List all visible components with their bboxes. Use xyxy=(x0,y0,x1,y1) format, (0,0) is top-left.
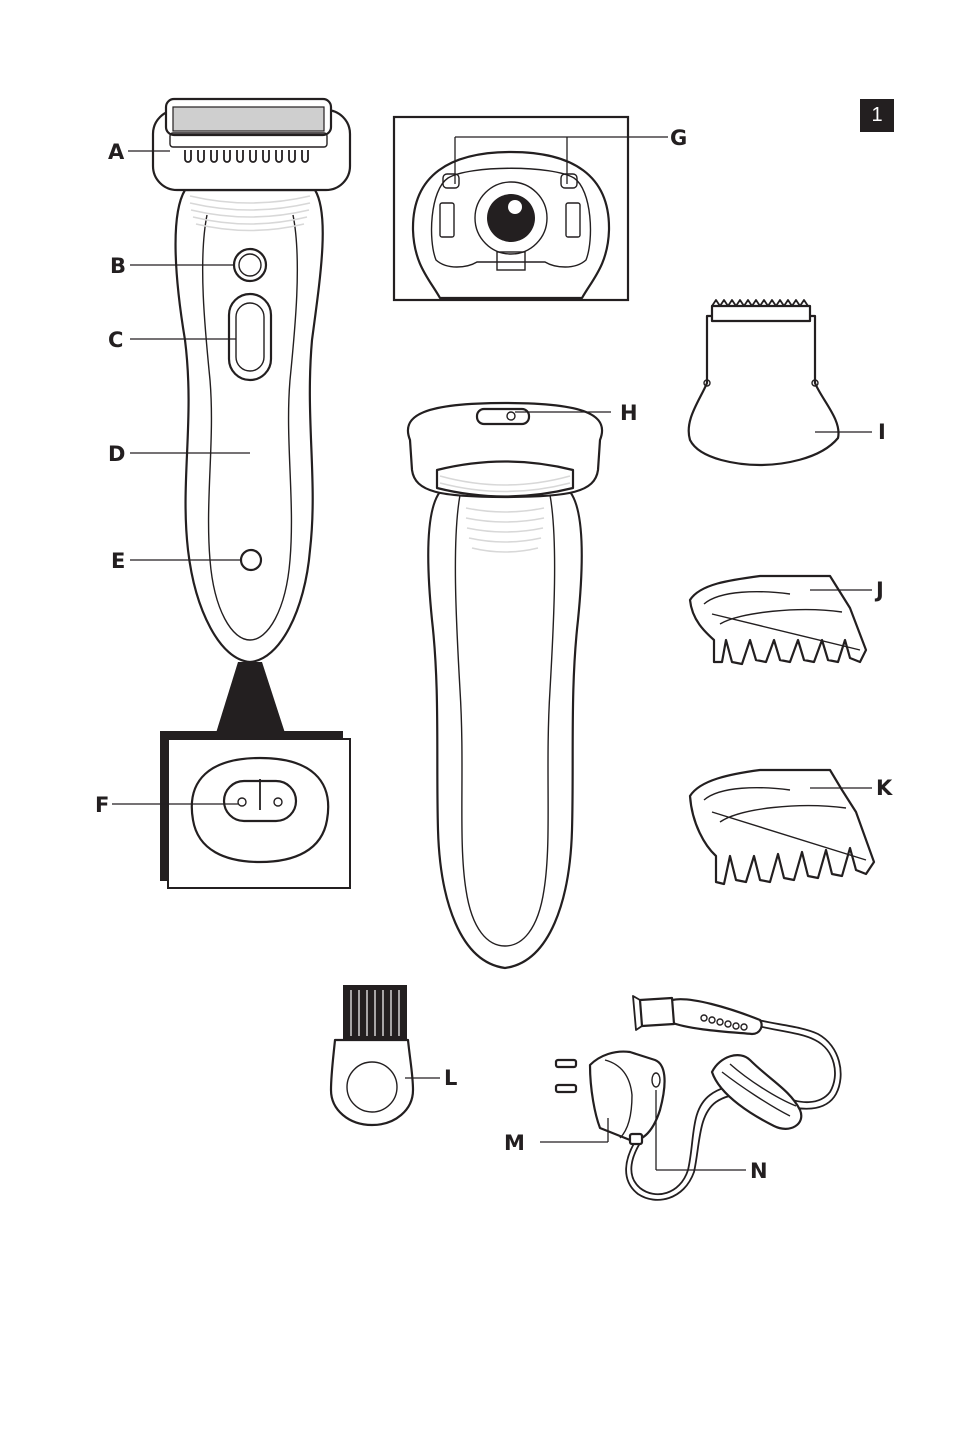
label-b: B xyxy=(110,256,126,277)
label-m: M xyxy=(504,1133,525,1154)
label-k: K xyxy=(876,778,892,799)
label-j: J xyxy=(876,580,884,601)
comb-j xyxy=(690,576,872,664)
label-a: A xyxy=(108,142,124,163)
label-l: L xyxy=(444,1068,457,1089)
label-h: H xyxy=(620,403,638,424)
label-d: D xyxy=(108,444,125,465)
label-e: E xyxy=(111,551,125,572)
trimmer-head xyxy=(689,300,872,465)
label-i: I xyxy=(878,422,886,443)
shaver-front xyxy=(153,99,350,662)
figure-number-badge: 1 xyxy=(860,99,894,132)
label-g: G xyxy=(670,128,687,149)
head-underside-detail xyxy=(394,117,668,300)
adapter-and-cord xyxy=(540,996,841,1200)
label-f: F xyxy=(95,795,109,816)
cleaning-brush xyxy=(331,985,440,1125)
shaver-back xyxy=(408,403,611,968)
label-n: N xyxy=(750,1161,768,1182)
socket-detail xyxy=(112,662,350,888)
comb-k xyxy=(690,770,874,884)
label-c: C xyxy=(108,330,123,351)
